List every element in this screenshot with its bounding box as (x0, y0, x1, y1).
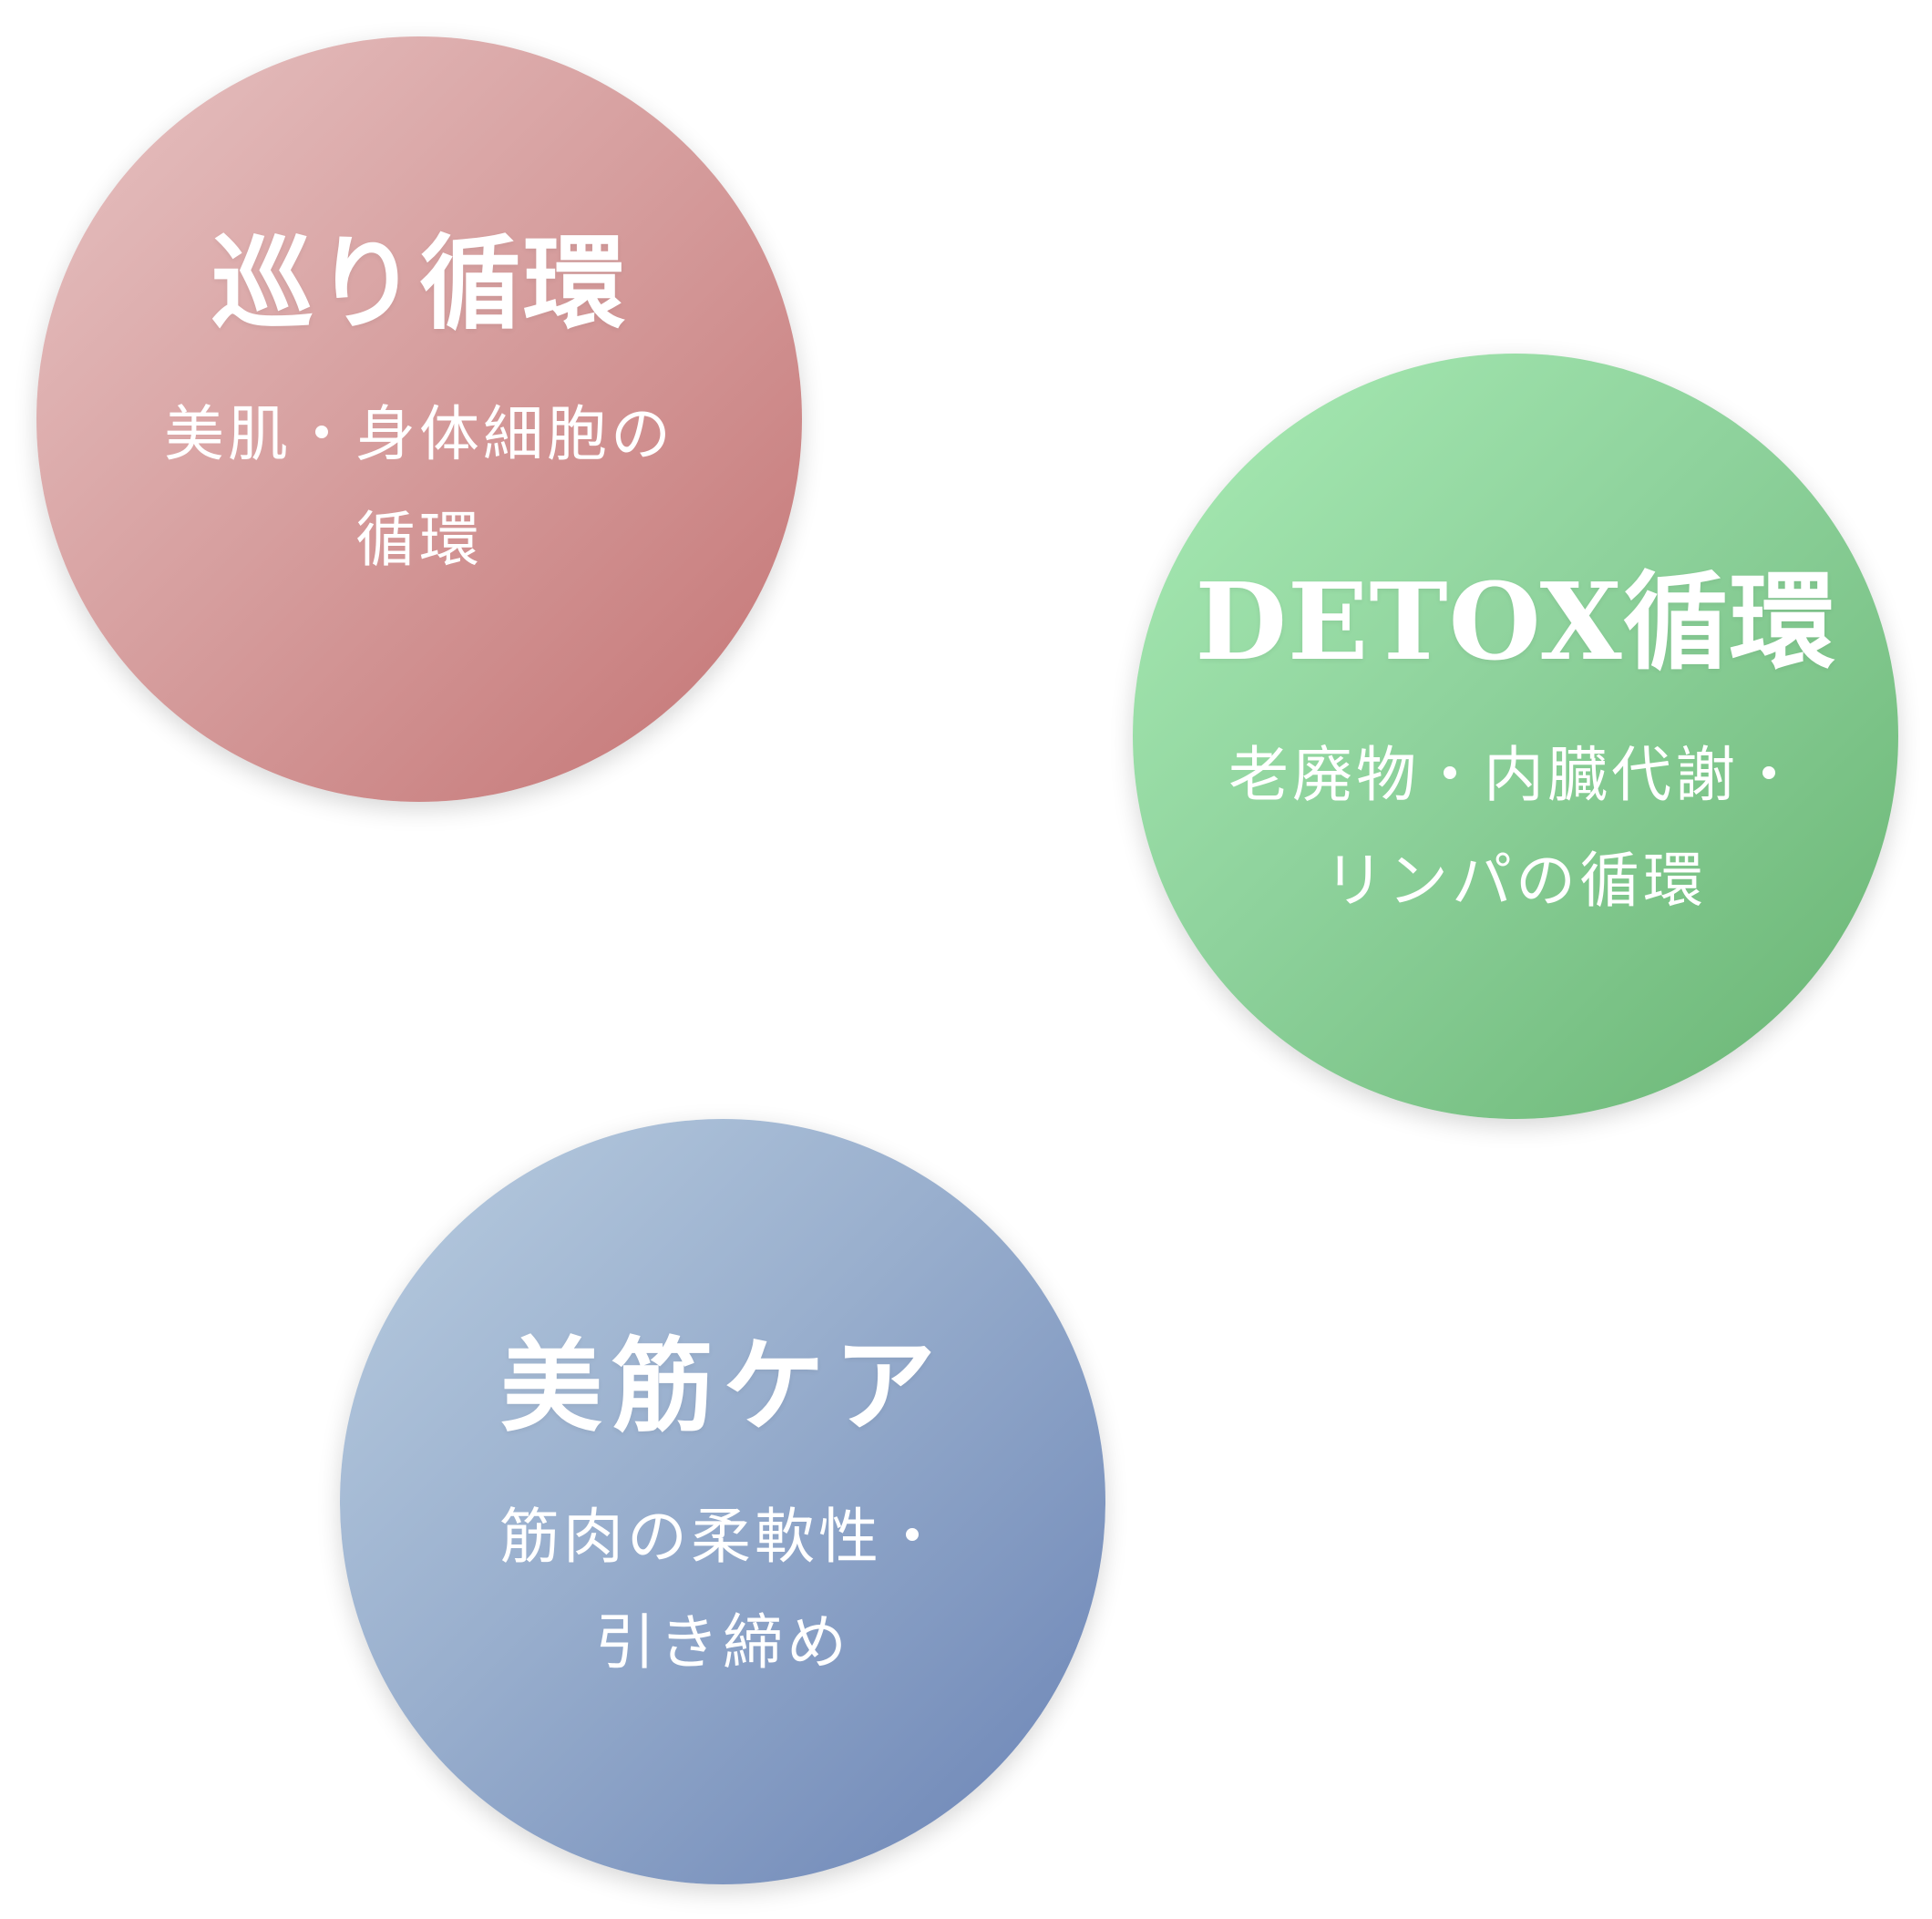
circle-bikin-care: 美筋ケア 筋肉の柔軟性・ 引き締め (340, 1119, 1105, 1884)
circle-meguri-junkan: 巡り循環 美肌・身体細胞の 循環 (36, 36, 802, 802)
circle-description-line: 美肌・身体細胞の (164, 399, 674, 470)
circle-description: 筋肉の柔軟性・ 引き締め (499, 1484, 946, 1695)
circle-title: 巡り循環 (211, 223, 627, 344)
circle-description-line: 筋肉の柔軟性・ (499, 1502, 946, 1573)
circle-description-line: 老廃物・内臓代謝・ (1228, 740, 1803, 811)
circle-description-line: 循環 (355, 504, 483, 575)
circle-description-line: 引き締め (595, 1606, 850, 1678)
circle-description-line: リンパの循環 (1324, 845, 1707, 916)
circle-description: 美肌・身体細胞の 循環 (164, 382, 674, 592)
circle-description: 老廃物・内臓代謝・ リンパの循環 (1228, 723, 1803, 933)
circle-title: DETOX循環 (1195, 559, 1836, 684)
circle-title: 美筋ケア (500, 1326, 945, 1446)
circle-detox-junkan: DETOX循環 老廃物・内臓代謝・ リンパの循環 (1133, 354, 1898, 1119)
